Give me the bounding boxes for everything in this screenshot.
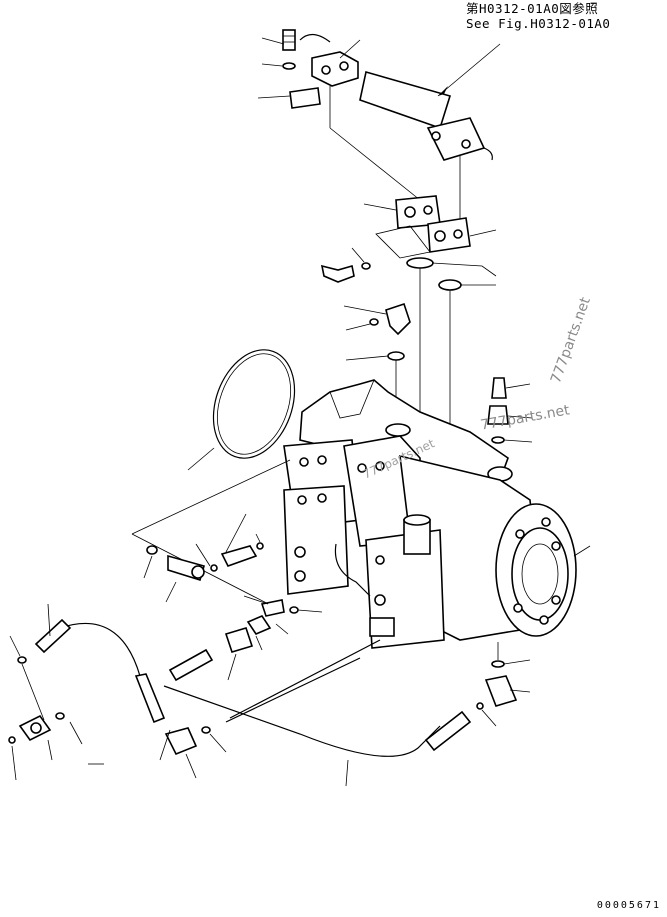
split-flange-lower [289, 87, 321, 109]
lower-left-fittings [8, 635, 227, 781]
hose-line [59, 623, 141, 677]
hose-end-fitting [34, 618, 72, 654]
upper-left-fittings [343, 302, 411, 430]
elbow-fitting-upper [320, 264, 355, 283]
hose-end-fitting [134, 673, 166, 724]
tee-fitting [224, 627, 254, 653]
control-valve-lower [283, 485, 349, 595]
hose-line-long [163, 685, 441, 757]
elbow-fitting-lower [164, 727, 198, 756]
washer-part [282, 62, 296, 70]
hose-end-fitting [424, 710, 472, 752]
top-flange-group [282, 29, 501, 161]
right-plug-group [487, 377, 533, 444]
main-pump-assembly [283, 379, 591, 649]
large-o-ring [212, 349, 296, 459]
document-number: 00005671 [596, 900, 661, 911]
bolt-part [282, 29, 296, 51]
connector-part [220, 545, 258, 567]
mid-flange-group [320, 195, 497, 440]
pipe-part [359, 70, 452, 130]
split-flange-upper [311, 51, 359, 87]
hose-end-fitting [168, 648, 214, 682]
o-ring-part [406, 257, 434, 269]
hose-group [34, 603, 472, 787]
flange-block-right [427, 217, 471, 253]
elbow-fitting [385, 302, 411, 336]
figure-reference-english: See Fig.H0312-01A0 [466, 16, 611, 31]
o-ring-part [387, 351, 405, 361]
o-ring-part [438, 279, 462, 291]
figure-reference-japanese: 第H0312-01A0図参照 [466, 1, 599, 16]
elbow-fitting-right [484, 675, 518, 707]
drain-plug [487, 405, 509, 425]
breather-plug [491, 377, 507, 399]
solenoid-part [403, 519, 431, 555]
left-fittings-group [131, 459, 323, 681]
right-lower-fittings [476, 642, 531, 727]
